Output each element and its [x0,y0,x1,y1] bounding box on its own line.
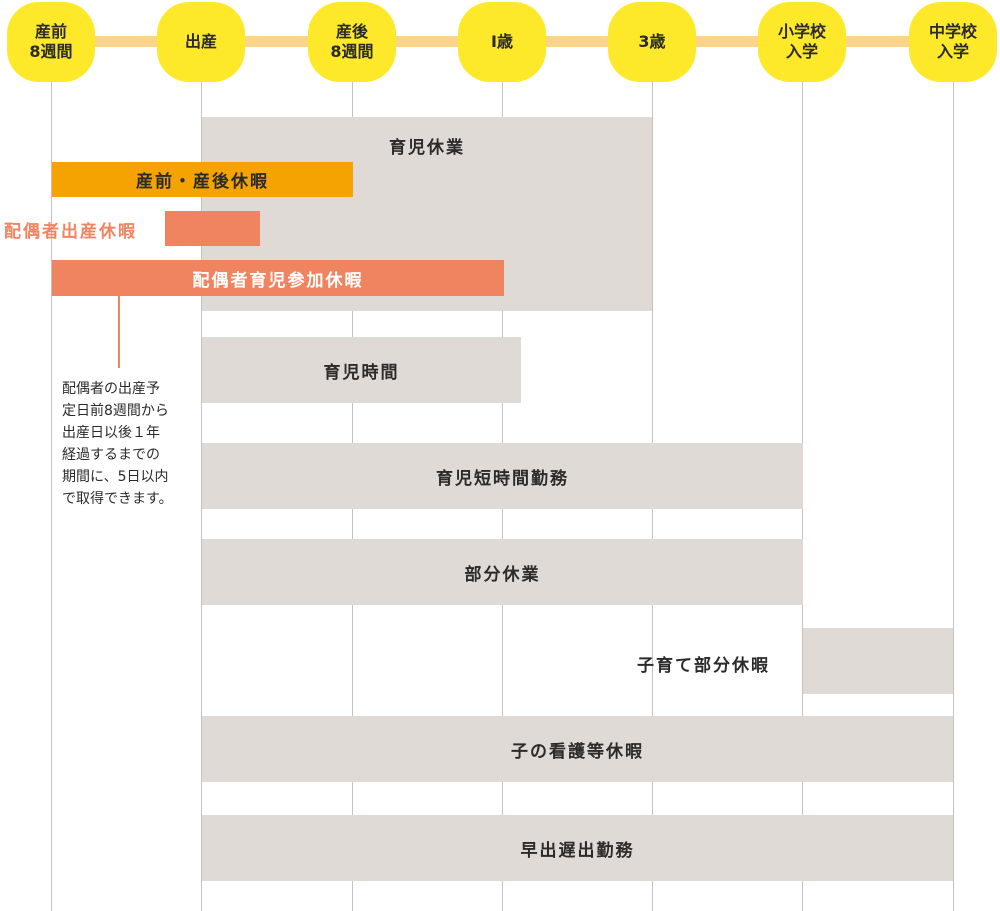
bar-spouse-birth-leave [165,211,260,246]
milestone-elementary-entry: 小学校 入学 [758,2,846,82]
milestone-postnatal-8w: 産後 8週間 [308,2,396,82]
vline-0 [51,52,52,911]
note-text: 配偶者の出産予 定日前8週間から 出産日以後１年 経過するまでの 期間に、5日以… [62,381,173,507]
note-connector-line [118,296,120,368]
label-childrearing-partial-leave: 子育て部分休暇 [637,656,770,676]
bar-flexible-shift: 早出遅出勤務 [202,815,953,881]
milestone-birth: 出産 [157,2,245,82]
bar-child-care-leave: 子の看護等休暇 [202,716,953,782]
vline-6 [953,52,954,911]
bar-nursing-time: 育児時間 [202,337,521,403]
milestone-age-3: 3歳 [608,2,696,82]
bar-maternity-leave: 産前・産後休暇 [52,162,353,197]
milestone-junior-high-entry: 中学校 入学 [909,2,997,82]
bar-short-hours: 育児短時間勤務 [202,443,803,509]
bar-partial-leave: 部分休業 [202,539,803,605]
milestone-age-1: Ⅰ歳 [458,2,546,82]
label-spouse-birth-leave: 配偶者出産休暇 [4,222,137,242]
bar-spouse-childcare-leave: 配偶者育児参加休暇 [52,260,504,296]
milestone-prenatal-8w: 産前 8週間 [7,2,95,82]
vline-1 [201,52,202,911]
bar-childrearing-partial-leave [803,628,953,694]
